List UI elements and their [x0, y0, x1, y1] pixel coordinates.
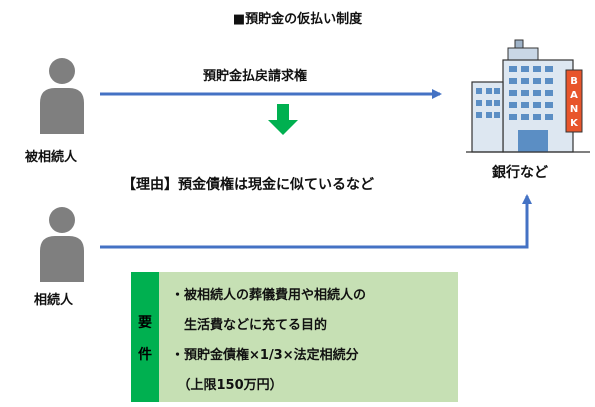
diagram-title: ■預貯金の仮払い制度: [232, 12, 363, 27]
person-icon: [40, 58, 84, 134]
reason-text: 【理由】預金債権は現金に似ているなど: [122, 177, 374, 193]
requirements-tab-char: 要: [138, 315, 152, 331]
bank-label: 銀行など: [492, 165, 548, 181]
arrow-down-icon: [268, 104, 298, 135]
requirements-tab-char: 件: [138, 347, 152, 363]
person-icon: [40, 207, 84, 282]
heir-label: 相続人: [34, 293, 74, 308]
bank-sign-letter: K: [570, 118, 579, 129]
decedent-label: 被相続人: [25, 150, 78, 165]
heir-arrow: [100, 194, 532, 249]
requirements-tab: 要 件: [131, 272, 159, 402]
bank-sign-letter: B: [570, 76, 578, 87]
bank-sign-letter: N: [570, 104, 578, 115]
requirement-line: （上限150万円）: [171, 378, 283, 393]
requirement-line: ・被相続人の葬儀費用や相続人の: [171, 288, 367, 303]
requirement-line: 生活費などに充てる目的: [171, 318, 328, 333]
claim-label: 預貯金払戻請求権: [203, 69, 308, 84]
requirement-line: ・預貯金債権×1/3×法定相続分: [171, 348, 359, 363]
requirements-box: ・被相続人の葬儀費用や相続人の 生活費などに充てる目的 ・預貯金債権×1/3×法…: [131, 272, 458, 402]
bank-sign-letter: A: [570, 90, 578, 101]
bank-building-icon: B A N K: [466, 39, 590, 153]
